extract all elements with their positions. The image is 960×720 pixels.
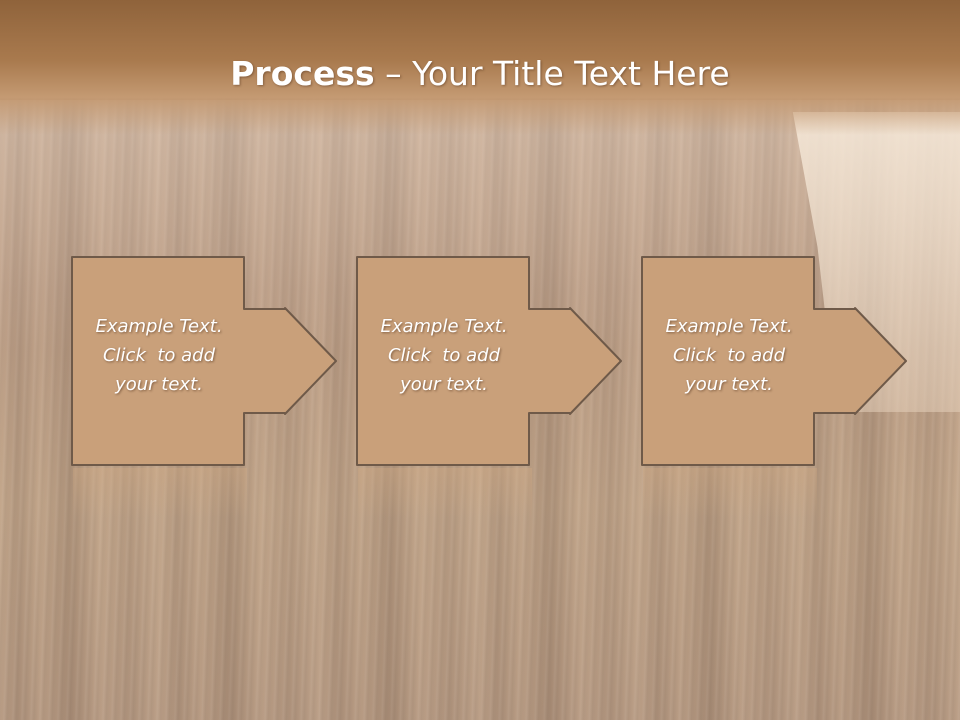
step-text-line-3: your text. — [115, 374, 203, 395]
step-text-line-2: Click to add — [387, 345, 500, 366]
step-text-line-1: Example Text. — [95, 316, 223, 337]
title-bold: Process — [230, 54, 375, 93]
arrow-box-shape — [641, 256, 907, 466]
arrow-box-shape — [356, 256, 622, 466]
step-text-line-3: your text. — [685, 374, 773, 395]
arrow-box-shape — [71, 256, 337, 466]
step-text-line-2: Click to add — [672, 345, 785, 366]
process-step-3[interactable]: Example Text. Click to add your text. — [641, 256, 913, 518]
step-text[interactable]: Example Text. Click to add your text. — [75, 312, 243, 399]
step-text[interactable]: Example Text. Click to add your text. — [360, 312, 528, 399]
process-step-2[interactable]: Example Text. Click to add your text. — [356, 256, 628, 518]
step-text-line-1: Example Text. — [380, 316, 508, 337]
step-reflection — [643, 468, 817, 518]
title-separator: – — [374, 54, 413, 93]
step-text-line-1: Example Text. — [665, 316, 793, 337]
step-text-line-2: Click to add — [102, 345, 215, 366]
step-reflection — [358, 468, 532, 518]
title-rest: Your Title Text Here — [412, 54, 730, 93]
step-text-line-3: your text. — [400, 374, 488, 395]
title-banner — [0, 0, 960, 135]
step-text[interactable]: Example Text. Click to add your text. — [645, 312, 813, 399]
step-reflection — [73, 468, 247, 518]
slide-title[interactable]: Process – Your Title Text Here — [0, 54, 960, 93]
process-step-1[interactable]: Example Text. Click to add your text. — [71, 256, 343, 518]
